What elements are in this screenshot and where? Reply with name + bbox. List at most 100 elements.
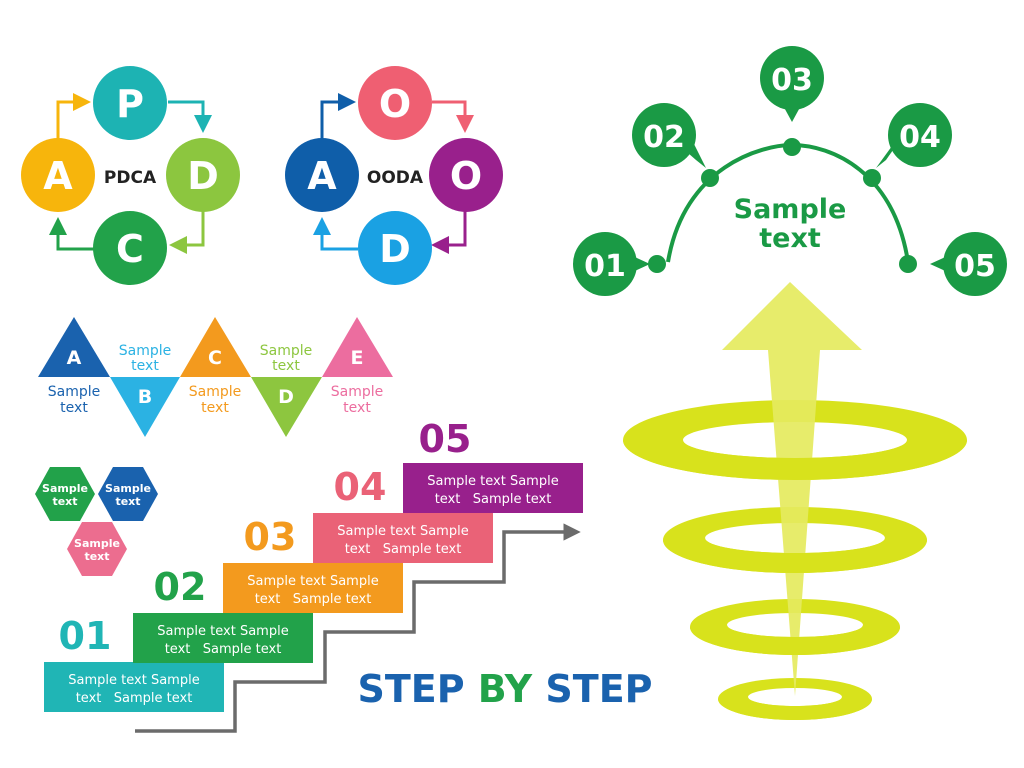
triangle-letter-a: A — [67, 347, 82, 369]
arc-number-4: 04 — [899, 120, 941, 155]
ooda-arrow-o-o — [432, 100, 474, 133]
arc-dot-5 — [899, 255, 917, 273]
hexagon-pink-text-1: Sample — [74, 537, 120, 550]
pdca-arrow-a-p — [56, 93, 91, 140]
hexagon-pink — [67, 522, 127, 576]
triangle-e-label-2: text — [343, 400, 371, 416]
funnel-ring-2-front — [663, 538, 927, 573]
steps-title: STEP BY STEP — [357, 667, 652, 711]
step-4-number: 04 — [334, 465, 387, 509]
funnel-ring-1-front — [623, 440, 967, 480]
pdca-arrow-d-c — [169, 210, 205, 254]
hexagon-cluster: Sample text Sample text Sample text — [35, 467, 158, 576]
triangle-e — [322, 317, 393, 377]
triangle-d-label-1: Sample — [260, 343, 313, 359]
pdca-center-label: PDCA — [104, 168, 157, 188]
ooda-node-observe — [358, 66, 432, 140]
arc-dot-1 — [648, 255, 666, 273]
pdca-letter-p: P — [116, 82, 144, 126]
arc-number-2: 02 — [643, 120, 685, 155]
step-2-number: 02 — [154, 565, 207, 609]
step-2-box — [133, 613, 313, 663]
pdca-arrow-p-d — [168, 100, 212, 133]
staircase-line — [135, 523, 581, 733]
step-5-number: 05 — [419, 417, 472, 461]
triangle-letter-e: E — [351, 347, 364, 369]
ooda-arrow-o-d — [431, 210, 467, 254]
arc-bubble-1 — [573, 232, 650, 296]
triangle-a-label-1: Sample — [48, 384, 101, 400]
ooda-arrow-d-a — [313, 217, 358, 251]
arc-center-text-2: text — [759, 223, 821, 254]
hexagon-green-text-2: text — [52, 495, 77, 508]
ooda-cycle: O O D A OODA — [285, 66, 503, 285]
arc-bubble-2 — [632, 103, 706, 168]
staircase-steps: 01 02 03 04 05 Sample text Sample text S… — [44, 417, 653, 733]
steps-title-part-2: BY — [478, 667, 533, 711]
funnel-up-arrow — [722, 282, 862, 696]
triangle-b — [110, 377, 180, 437]
step-4-text-2: text Sample text — [345, 542, 462, 557]
arc-bubble-4 — [876, 103, 952, 168]
pdca-node-c — [93, 211, 167, 285]
triangle-letter-b: B — [138, 386, 152, 408]
hexagon-blue-text-1: Sample — [105, 482, 151, 495]
step-1-text-1: Sample text Sample — [68, 673, 199, 688]
arc-number-5: 05 — [954, 249, 996, 284]
arc-dot-4 — [863, 169, 881, 187]
triangle-d-label-2: text — [272, 358, 300, 374]
triangle-letter-d: D — [278, 386, 294, 408]
step-2-text-1: Sample text Sample — [157, 624, 288, 639]
pdca-node-d — [166, 138, 240, 212]
step-3-box — [223, 563, 403, 613]
triangle-a — [38, 317, 110, 377]
hexagon-blue — [98, 467, 158, 521]
arc-bubble-3 — [760, 46, 824, 122]
arc-dot-2 — [701, 169, 719, 187]
arc-number-3: 03 — [771, 63, 813, 98]
triangle-e-label-1: Sample — [331, 384, 384, 400]
hexagon-green-text-1: Sample — [42, 482, 88, 495]
pdca-node-p — [93, 66, 167, 140]
funnel-ring-4-front — [718, 697, 872, 720]
step-3-number: 03 — [244, 515, 297, 559]
pdca-cycle: P D C A PDCA — [21, 66, 240, 285]
ooda-letter-4: A — [307, 154, 337, 198]
step-5-text-1: Sample text Sample — [427, 474, 558, 489]
ooda-node-act — [285, 138, 359, 212]
step-4-box — [313, 513, 493, 563]
triangle-sequence: A B C D E Sample text Sample text Sample… — [38, 317, 393, 437]
steps-title-part-1: STEP — [357, 667, 477, 711]
triangle-c — [180, 317, 251, 377]
triangle-letter-c: C — [208, 347, 222, 369]
step-1-box — [44, 662, 224, 712]
triangle-b-label-1: Sample — [119, 343, 172, 359]
triangle-a-label-2: text — [60, 400, 88, 416]
ooda-arrow-a-o — [320, 93, 356, 140]
step-1-number: 01 — [59, 614, 112, 658]
step-5-box — [403, 463, 583, 513]
steps-title-part-3: STEP — [532, 667, 652, 711]
triangle-d — [251, 377, 322, 437]
hexagon-green — [35, 467, 95, 521]
step-1-text-2: text Sample text — [76, 691, 193, 706]
ooda-letter-1: O — [379, 82, 411, 126]
arc-bubble-5 — [930, 232, 1007, 296]
triangle-b-label-2: text — [131, 358, 159, 374]
step-3-text-2: text Sample text — [255, 592, 372, 607]
funnel-ring-3-front — [690, 625, 900, 655]
step-3-text-1: Sample text Sample — [247, 574, 378, 589]
ooda-letter-2: O — [450, 154, 482, 198]
triangle-c-label-1: Sample — [189, 384, 242, 400]
pdca-letter-c: C — [116, 227, 144, 271]
step-2-text-2: text Sample text — [165, 642, 282, 657]
pdca-node-a — [21, 138, 95, 212]
ooda-node-decide — [358, 211, 432, 285]
step-5-text-2: text Sample text — [435, 492, 552, 507]
pdca-letter-d: D — [187, 154, 219, 198]
ooda-letter-3: D — [379, 227, 411, 271]
arc-number-1: 01 — [584, 249, 626, 284]
funnel-arrow-graphic — [623, 282, 967, 720]
hexagon-pink-text-2: text — [84, 550, 109, 563]
